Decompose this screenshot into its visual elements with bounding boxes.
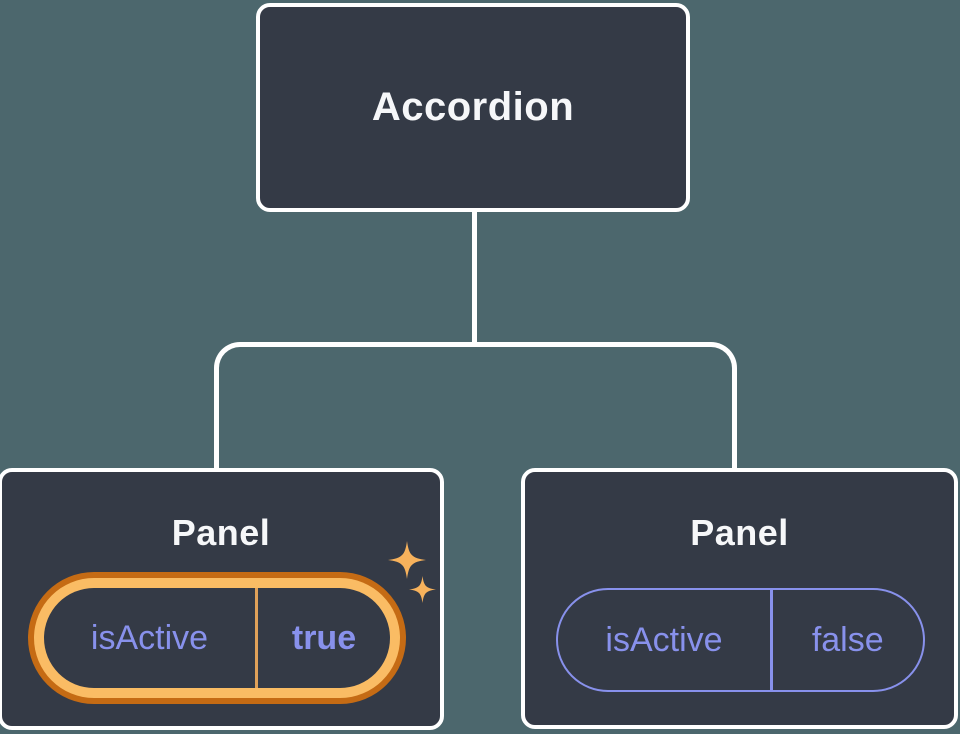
tree-connector-branch [214, 342, 737, 468]
state-pill-active: isActive true [44, 588, 390, 688]
tree-connector-stem [472, 211, 477, 345]
accordion-node-label: Accordion [371, 85, 575, 129]
accordion-node: Accordion [256, 3, 690, 212]
panel-node-label: Panel [171, 512, 271, 553]
state-value-label: false [811, 620, 884, 659]
sparkle-icon-large [388, 541, 426, 579]
panel-node-label: Panel [690, 512, 789, 553]
pill-divider [255, 588, 258, 688]
sparkle-icon-small [409, 576, 436, 603]
state-key-label: isActive [90, 618, 209, 657]
pill-divider [770, 590, 773, 690]
state-pill-inactive: isActive false [556, 588, 925, 692]
state-key-label: isActive [605, 620, 723, 659]
state-value-label: true [291, 618, 357, 657]
